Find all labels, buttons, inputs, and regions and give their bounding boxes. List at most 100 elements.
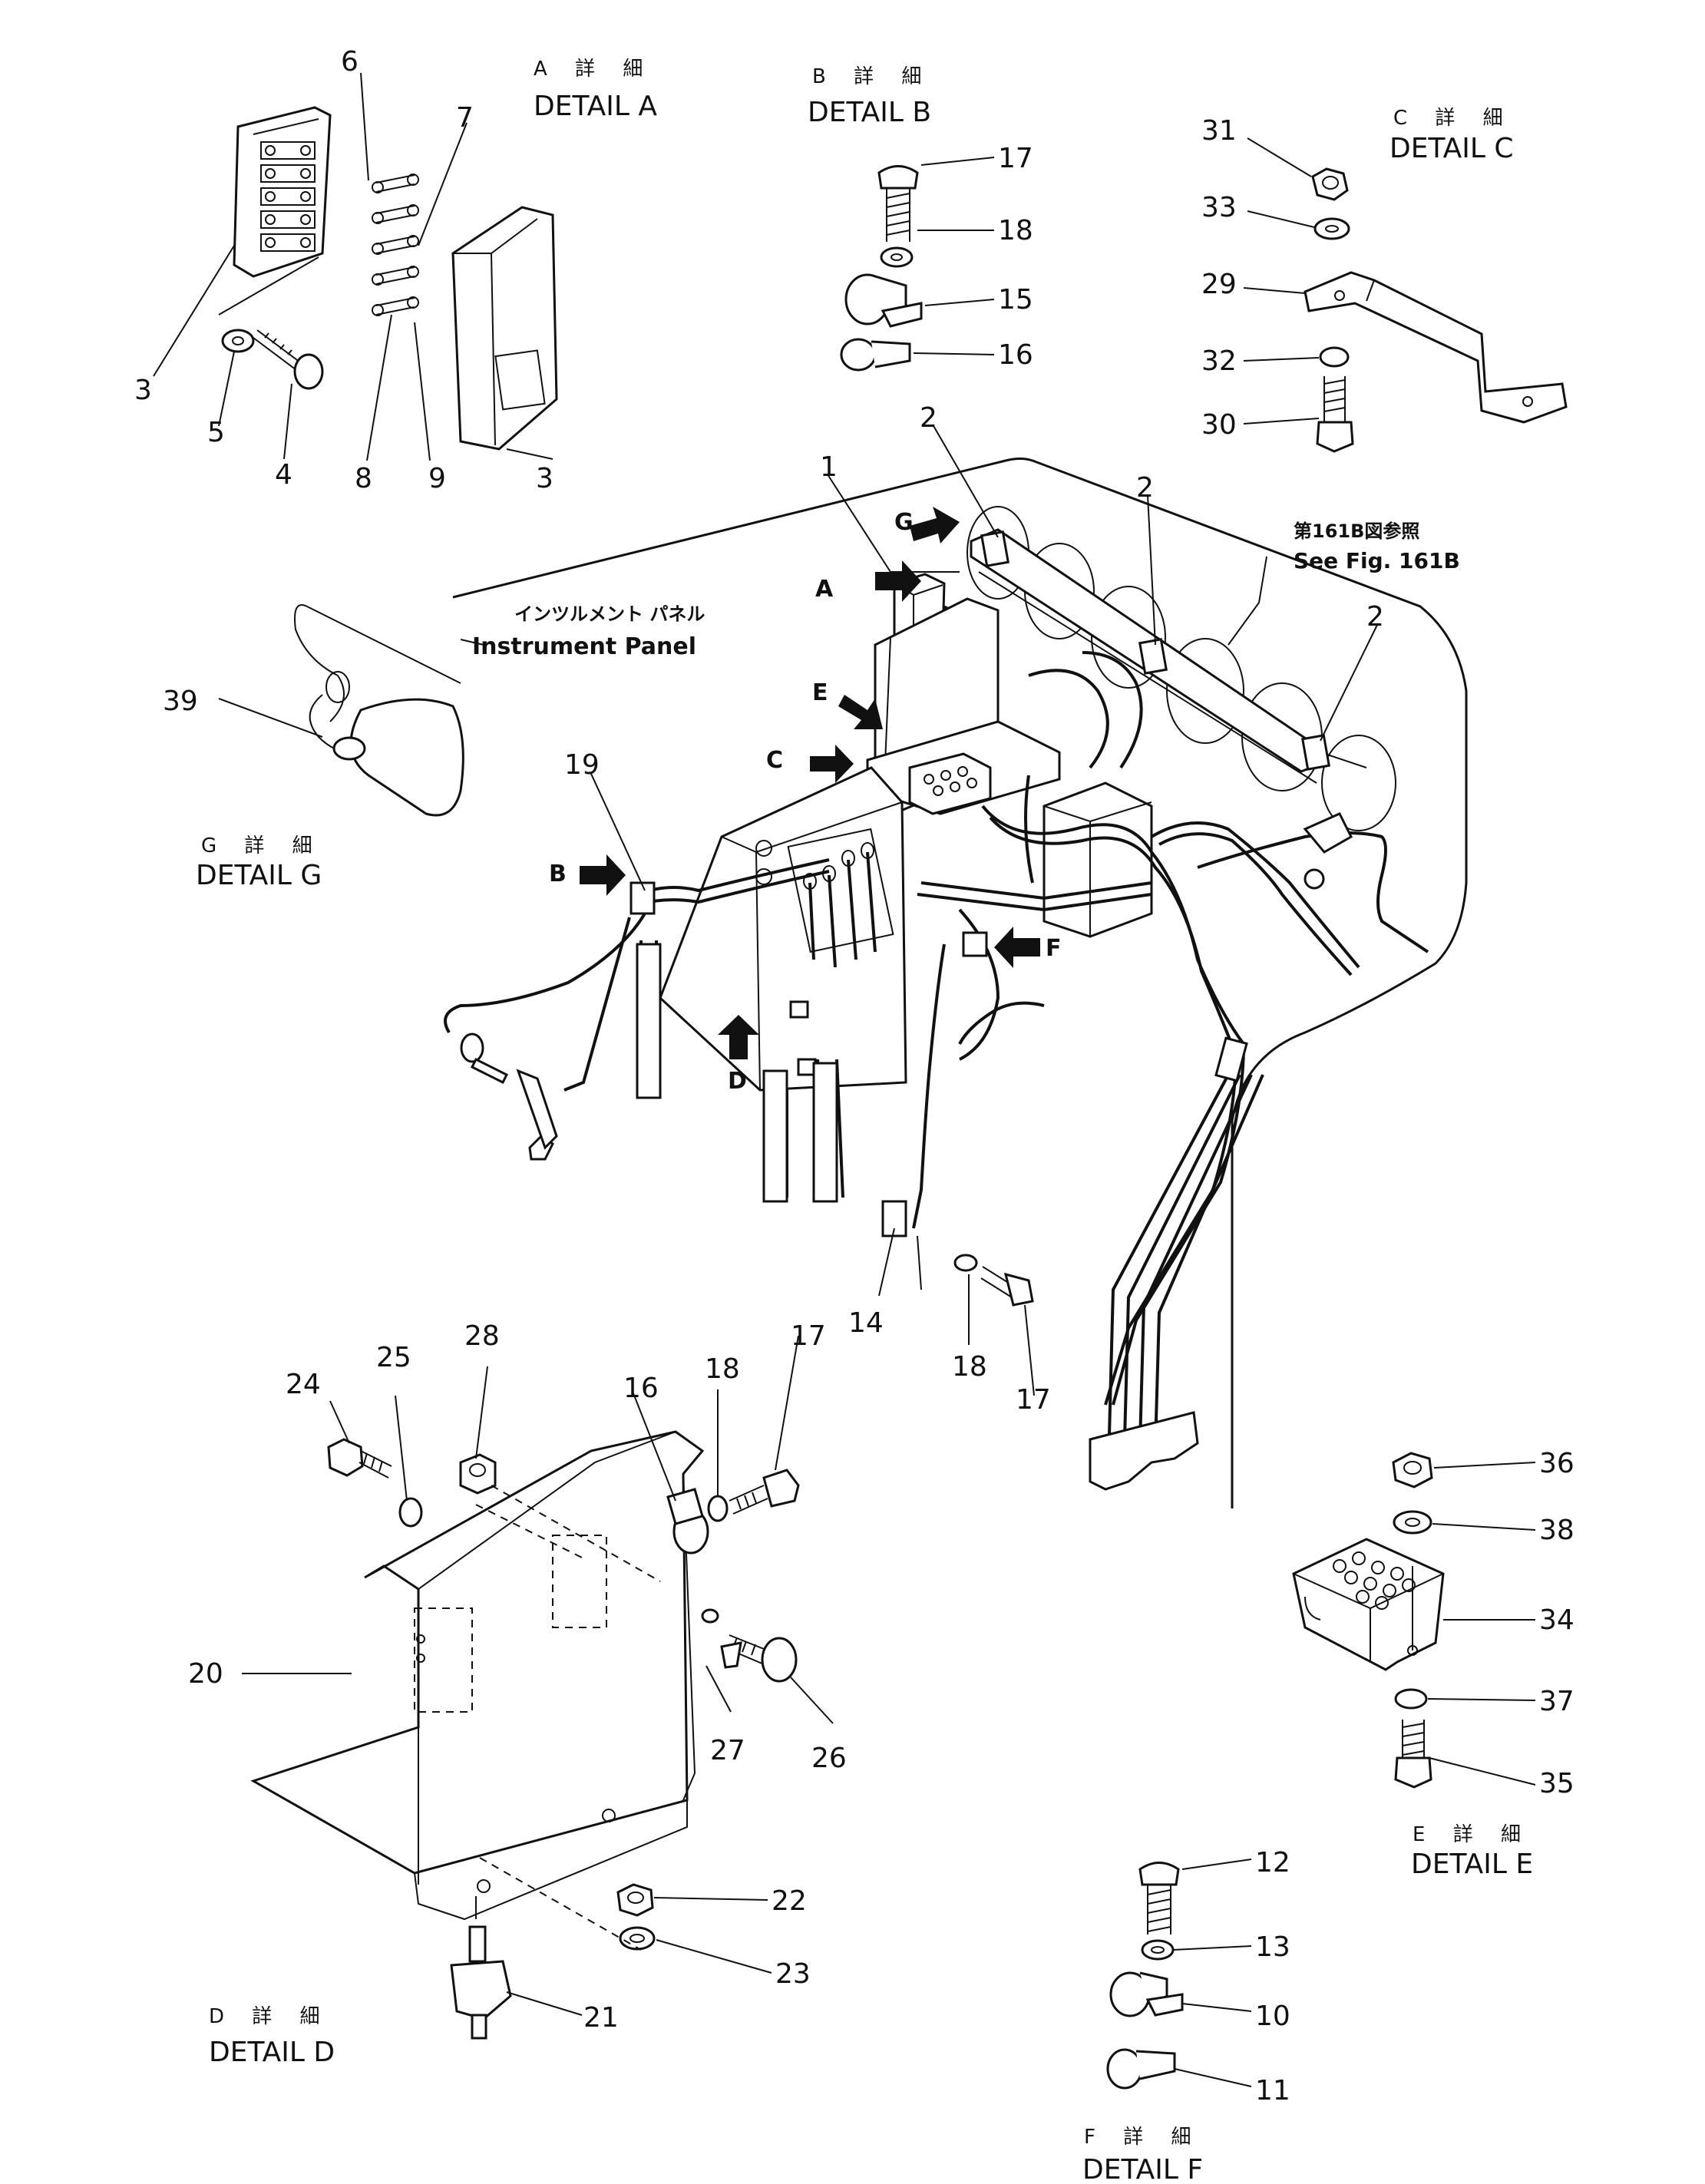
clamp-11-drawing: [1106, 2048, 1176, 2090]
detail-g-label-jp: G 詳 細: [201, 834, 323, 857]
washer-38-drawing: [1393, 1510, 1432, 1535]
detail-f-group: F 詳 細 DETAIL F 12 13 10 11: [1082, 1847, 1290, 2184]
main-assembly-group: A G E C B F D インツルメント パネル Instrument Pan…: [163, 402, 1468, 1508]
detail-e-label-jp: E 詳 細: [1413, 1823, 1532, 1846]
callout-e-38: 38: [1539, 1515, 1574, 1546]
detail-a-label-jp: A 詳 細: [534, 58, 653, 81]
callout-d-26: 26: [811, 1743, 847, 1774]
washer-18-drawing: [880, 246, 914, 268]
bolt-35-drawing: [1394, 1720, 1432, 1789]
washer-18-d-drawing: [707, 1495, 729, 1522]
callout-d-18: 18: [705, 1353, 740, 1385]
callout-d-21: 21: [583, 2002, 619, 2034]
callout-a-3-right: 3: [536, 463, 553, 494]
callout-d-24: 24: [286, 1369, 321, 1400]
detail-arrows: [580, 507, 1040, 1059]
arrow-label-a: A: [815, 576, 834, 603]
nut-31-drawing: [1311, 167, 1349, 201]
callout-a-7: 7: [456, 102, 474, 134]
nut-28-drawing: [459, 1453, 497, 1495]
callout-f-10: 10: [1255, 2001, 1290, 2032]
bolt-12-drawing: [1138, 1862, 1180, 1935]
detail-c-label-jp: C 詳 細: [1393, 107, 1514, 130]
callout-a-6: 6: [341, 46, 359, 78]
arrow-label-b: B: [549, 861, 567, 887]
bolt-24-drawing: [327, 1438, 392, 1479]
callout-b-18: 18: [998, 215, 1033, 246]
arrow-label-e: E: [812, 679, 828, 706]
fuse-block-drawing: [233, 106, 332, 278]
callout-d-22: 22: [772, 1885, 807, 1917]
clamp-16-d-drawing: [666, 1488, 709, 1555]
screw-4-drawing: [253, 329, 324, 390]
instrument-panel-label-jp: インツルメント パネル: [514, 603, 705, 625]
callout-a-9: 9: [428, 463, 446, 494]
callout-main-17: 17: [1016, 1384, 1051, 1416]
side-box-drawing: [1042, 781, 1153, 938]
callout-main-2-right: 2: [1366, 601, 1384, 633]
clamp-16-drawing: [840, 338, 911, 372]
clamp-f-drawing: [962, 931, 988, 957]
detail-d-label-en: DETAIL D: [209, 2037, 335, 2068]
callout-main-2-mid: 2: [1136, 472, 1154, 504]
bolt-26-drawing: [727, 1634, 798, 1683]
wire-harness-drawing: [444, 651, 1429, 1406]
callout-a-3-left: 3: [134, 375, 152, 406]
callout-f-11: 11: [1255, 2075, 1290, 2106]
bracket-20-drawing: [250, 1430, 705, 1921]
washer-13-drawing: [1141, 1939, 1175, 1961]
callout-e-35: 35: [1539, 1768, 1574, 1799]
detail-a-label-en: DETAIL A: [534, 91, 657, 122]
washer-23-drawing: [619, 1926, 656, 1951]
mount-21-drawing: [450, 1925, 512, 2040]
callout-d-17: 17: [791, 1320, 826, 1352]
callout-c-31: 31: [1201, 115, 1237, 147]
callout-main-39: 39: [163, 686, 198, 717]
bracket-29-drawing: [1304, 271, 1568, 424]
callout-d-28: 28: [464, 1320, 500, 1352]
clamp-10-drawing: [1109, 1971, 1184, 2017]
detail-a-group: A 詳 細 DETAIL A 6 7 3 5 4 8 9 3: [134, 46, 657, 494]
callout-d-23: 23: [775, 1958, 811, 1990]
callout-a-8: 8: [355, 463, 372, 494]
washer-5-drawing: [221, 329, 255, 353]
callout-e-36: 36: [1539, 1448, 1574, 1479]
fuse-cover-drawing: [451, 206, 558, 451]
pipes-drawing: [516, 943, 838, 1203]
detail-b-label-en: DETAIL B: [808, 97, 931, 128]
callout-e-34: 34: [1539, 1604, 1574, 1636]
sensor-connector-drawing: [460, 1033, 484, 1063]
nut-22-drawing: [616, 1883, 654, 1917]
callout-c-29: 29: [1201, 269, 1237, 300]
main-bracket-box-drawing: [659, 766, 907, 1092]
callout-f-12: 12: [1255, 1847, 1290, 1878]
callout-main-18: 18: [952, 1351, 987, 1383]
arrow-label-f: F: [1046, 935, 1062, 962]
callout-d-27: 27: [710, 1735, 745, 1766]
fuse-links-drawing: [372, 173, 419, 316]
arrow-label-c: C: [766, 747, 783, 774]
lamp-g-drawing: [309, 671, 464, 817]
callout-b-17: 17: [998, 143, 1033, 174]
callout-c-33: 33: [1201, 192, 1237, 223]
callout-d-25: 25: [376, 1342, 411, 1373]
relay-34-drawing: [1292, 1538, 1445, 1671]
mounting-bar-drawing: [970, 528, 1330, 773]
long-harness-drawing: [1089, 1036, 1264, 1491]
arrow-label-g: G: [894, 509, 914, 536]
clamp-b-drawing: [629, 881, 656, 915]
detail-f-label-en: DETAIL F: [1082, 2154, 1203, 2184]
washer-25-drawing: [398, 1497, 423, 1528]
callout-b-15: 15: [998, 284, 1033, 316]
detail-d-label-jp: D 詳 細: [209, 2005, 331, 2028]
callout-a-4: 4: [275, 459, 292, 491]
bracket-e-drawing: [866, 720, 1061, 815]
callout-main-19: 19: [564, 749, 600, 781]
callout-main-1: 1: [820, 451, 838, 483]
instrument-panel-outline: [452, 458, 1468, 1508]
callout-a-5: 5: [207, 417, 225, 448]
callout-f-13: 13: [1255, 1931, 1290, 1963]
detail-e-group: E 詳 細 DETAIL E 36: [1292, 1448, 1574, 1880]
detail-c-label-en: DETAIL C: [1389, 133, 1514, 164]
